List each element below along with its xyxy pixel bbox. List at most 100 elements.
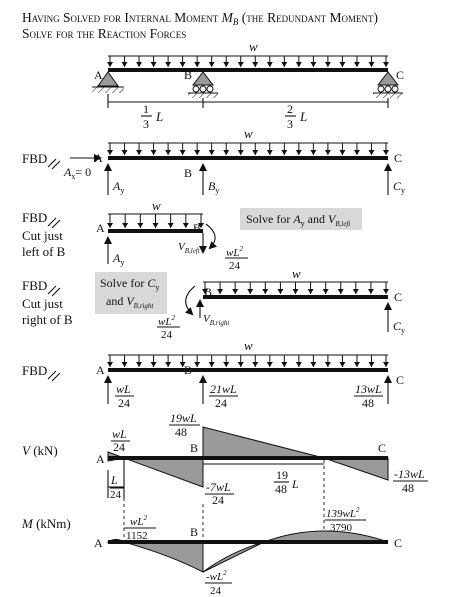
svg-text:Cut just: Cut just xyxy=(22,296,63,311)
roller-support-c xyxy=(373,71,403,98)
load-arrow-head xyxy=(136,362,143,367)
svg-text:3: 3 xyxy=(287,117,293,131)
svg-text:19: 19 xyxy=(276,468,288,482)
load-arrow-head xyxy=(353,362,360,367)
solve-right-box xyxy=(95,272,167,314)
load-arrow-head xyxy=(165,62,172,67)
svg-text:24: 24 xyxy=(110,489,122,501)
svg-text:wL2: wL2 xyxy=(158,314,175,328)
load-arrow-head xyxy=(295,362,302,367)
svg-text:Solve for Cy: Solve for Cy xyxy=(100,276,159,292)
load-arrow-head xyxy=(368,362,375,367)
load-arrow-head xyxy=(223,362,230,367)
load-arrow-head xyxy=(324,62,331,67)
svg-text:A: A xyxy=(96,452,105,466)
load-arrow-head xyxy=(150,150,157,155)
distributed-load-arrows-4 xyxy=(202,282,389,294)
svg-text:A: A xyxy=(94,536,103,550)
load-arrow-head xyxy=(266,150,273,155)
load-arrow-head xyxy=(136,150,143,155)
svg-text:C: C xyxy=(394,536,402,550)
load-label-1: w xyxy=(249,39,258,54)
svg-text:24: 24 xyxy=(215,396,227,410)
svg-text:24: 24 xyxy=(212,493,224,507)
solve-left-box xyxy=(240,208,362,230)
by-label-1: By xyxy=(208,179,219,195)
load-arrow-head xyxy=(165,362,172,367)
svg-text:w: w xyxy=(244,338,253,353)
point-c-label-1: C xyxy=(396,68,404,82)
load-arrow-head xyxy=(322,289,329,294)
load-arrow-head xyxy=(281,150,288,155)
svg-text:-wL2: -wL2 xyxy=(206,569,227,583)
load-arrow-head xyxy=(252,362,259,367)
svg-text:right of B: right of B xyxy=(22,312,73,327)
load-arrow-head xyxy=(121,362,128,367)
load-arrow-head xyxy=(252,62,259,67)
svg-text:FBD: FBD xyxy=(22,363,47,378)
load-arrow-head xyxy=(339,62,346,67)
span-dimensions: 1 3 L 2 3 L xyxy=(107,94,389,131)
load-arrow-head xyxy=(223,62,230,67)
svg-text:C: C xyxy=(394,151,402,165)
load-arrow-head xyxy=(247,289,254,294)
svg-text:B: B xyxy=(193,221,201,235)
load-label-2: w xyxy=(244,126,253,141)
load-arrow-head xyxy=(121,62,128,67)
svg-text:w: w xyxy=(152,198,161,213)
load-arrow-head xyxy=(237,150,244,155)
svg-text:2: 2 xyxy=(287,102,293,116)
svg-text:B: B xyxy=(190,525,198,539)
load-arrow-head xyxy=(292,289,299,294)
load-arrow-head xyxy=(383,150,389,155)
shear-region-c-neg xyxy=(323,457,389,481)
load-arrow-head xyxy=(107,150,113,155)
load-arrow-head xyxy=(368,62,375,67)
svg-text:24: 24 xyxy=(229,260,241,272)
svg-text:24: 24 xyxy=(210,585,222,597)
load-arrow-head xyxy=(266,62,273,67)
moment-axis-label: M (kNm) xyxy=(21,516,71,531)
svg-text:1: 1 xyxy=(143,102,149,116)
load-arrow-head xyxy=(252,150,259,155)
svg-text:wL2: wL2 xyxy=(130,514,147,528)
ax-label: Ax= 0 xyxy=(63,165,91,181)
ay-label-1: Ay xyxy=(112,179,124,195)
svg-text:FBD: FBD xyxy=(22,210,47,225)
load-arrow-head xyxy=(266,362,273,367)
load-arrow-head xyxy=(368,150,375,155)
shear-region-ab xyxy=(123,457,204,488)
load-arrow-head xyxy=(310,150,317,155)
load-arrow-head xyxy=(208,150,215,155)
load-arrow-head xyxy=(353,62,360,67)
load-arrow-head xyxy=(150,362,157,367)
load-arrow-head xyxy=(136,62,143,67)
title-line-1: Having Solved for Internal Moment MB (th… xyxy=(22,10,378,28)
point-b-label-1: B xyxy=(184,68,192,82)
distributed-load-arrows-5 xyxy=(107,355,389,367)
load-arrow-head xyxy=(324,362,331,367)
cut-left-line2: left of B xyxy=(22,244,66,259)
load-arrow-head xyxy=(337,289,344,294)
point-a-label-1: A xyxy=(94,68,103,82)
svg-text:wL: wL xyxy=(116,382,131,396)
svg-text:L: L xyxy=(291,477,299,491)
moment-region-neg-b2 xyxy=(202,541,265,573)
shear-axis-label: V (kN) xyxy=(22,443,58,458)
load-arrow-head xyxy=(237,62,244,67)
svg-text:B: B xyxy=(204,285,212,299)
svg-text:1152: 1152 xyxy=(126,530,148,542)
load-arrow-head xyxy=(107,223,113,228)
load-arrow-head xyxy=(107,62,113,67)
svg-text:and VB,right: and VB,right xyxy=(106,294,154,310)
svg-text:FBD: FBD xyxy=(22,278,47,293)
load-arrow-head xyxy=(150,62,157,67)
svg-text:3: 3 xyxy=(143,117,149,131)
load-arrow-head xyxy=(295,62,302,67)
svg-text:-13wL: -13wL xyxy=(394,467,425,481)
svg-text:C: C xyxy=(394,290,402,304)
load-arrow-head xyxy=(165,150,172,155)
svg-text:48: 48 xyxy=(402,481,414,495)
